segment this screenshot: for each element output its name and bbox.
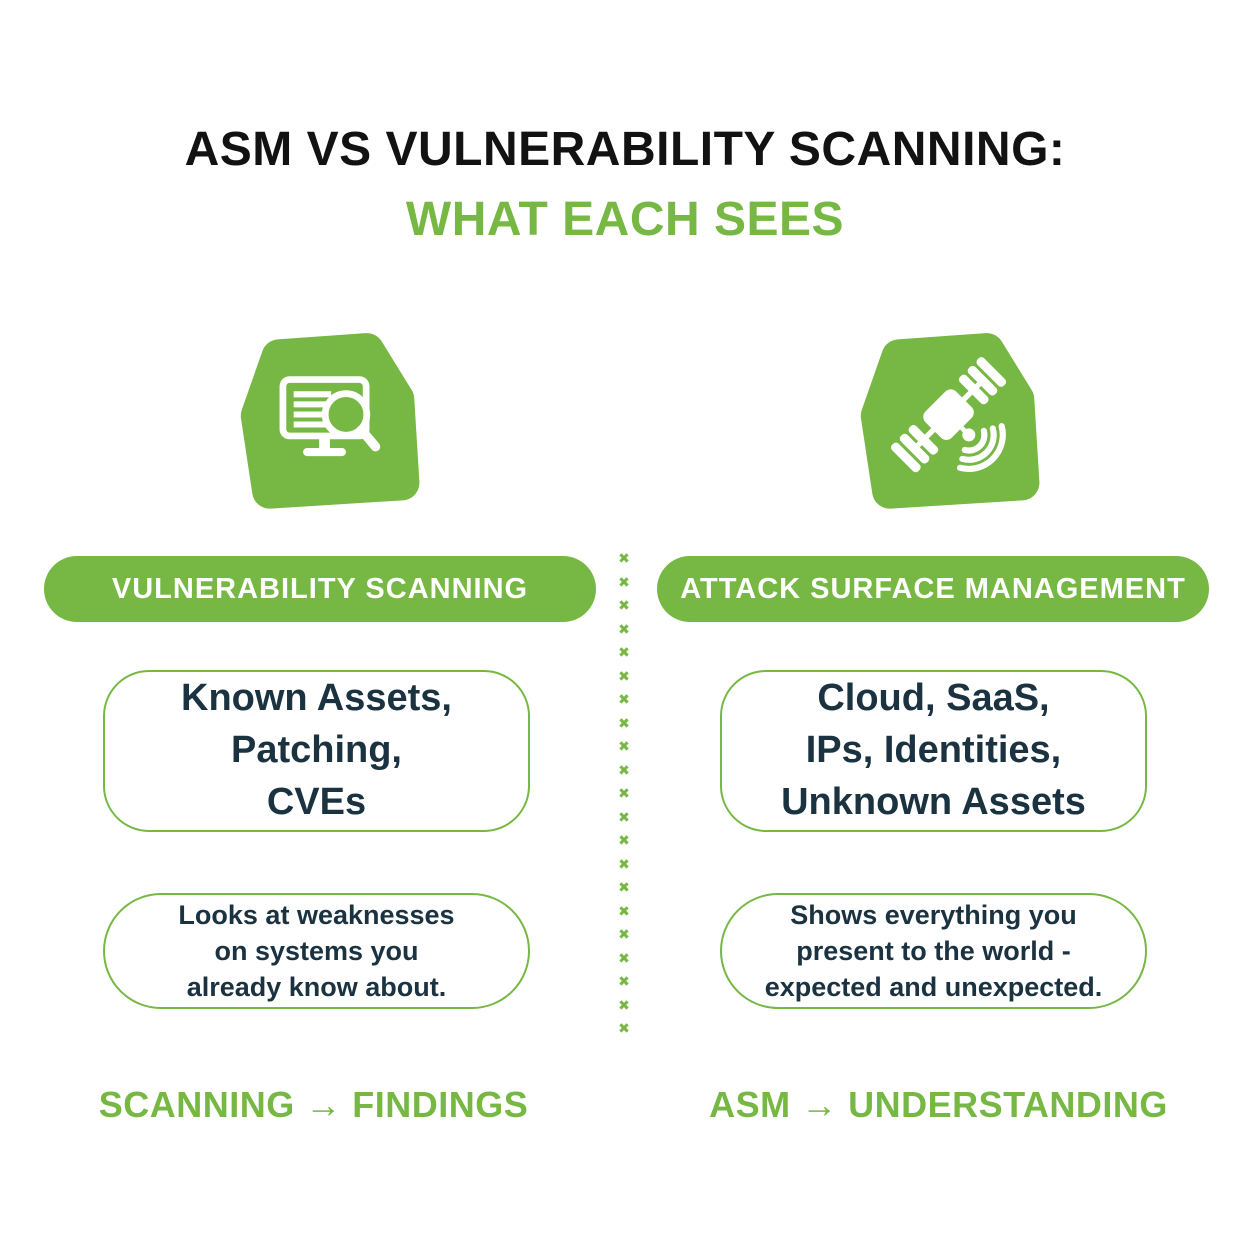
divider-x-mark: ✖ xyxy=(618,645,630,661)
vulnerability-scanning-badge xyxy=(206,330,420,520)
asm-description-box: Shows everything you present to the worl… xyxy=(720,893,1147,1009)
divider-x-mark: ✖ xyxy=(618,598,630,614)
divider-x-mark: ✖ xyxy=(618,997,630,1014)
divider-x-mark: ✖ xyxy=(618,974,630,990)
divider-x-mark: ✖ xyxy=(618,1021,630,1037)
divider-x-mark: ✖ xyxy=(618,950,630,967)
scanning-findings-label: SCANNING → FINDINGS xyxy=(98,1084,529,1125)
divider-x-mark: ✖ xyxy=(618,927,630,943)
divider-x-mark: ✖ xyxy=(618,668,630,685)
monitor-search-icon xyxy=(240,333,420,509)
divider-x-mark: ✖ xyxy=(618,551,630,567)
attack-surface-badge xyxy=(826,330,1040,520)
vulnerability-scanning-description-box: Looks at weaknesses on systems you alrea… xyxy=(103,893,530,1009)
divider-x-mark: ✖ xyxy=(618,903,630,920)
divider-x-mark: ✖ xyxy=(618,715,630,732)
divider-x-mark: ✖ xyxy=(618,762,630,779)
vulnerability-scanning-sees-box: Known Assets, Patching, CVEs xyxy=(103,670,530,832)
title-line-2: WHAT EACH SEES xyxy=(405,193,845,246)
divider-x-mark: ✖ xyxy=(618,856,630,873)
header-pill-vulnerability-scanning: VULNERABILITY SCANNING xyxy=(44,556,596,622)
divider-x-mark: ✖ xyxy=(618,621,630,638)
divider-x-mark: ✖ xyxy=(618,833,630,849)
header-pill-attack-surface-management: ATTACK SURFACE MANAGEMENT xyxy=(657,556,1209,622)
divider-x-mark: ✖ xyxy=(618,880,630,896)
divider-x-mark: ✖ xyxy=(618,809,630,826)
title-line-1: ASM VS VULNERABILITY SCANNING: xyxy=(184,123,1066,176)
divider-x-mark: ✖ xyxy=(618,574,630,591)
divider-x-mark: ✖ xyxy=(618,739,630,755)
divider: ✖ ✖ ✖ ✖ ✖ ✖ ✖ ✖ ✖ ✖ ✖ ✖ ✖ ✖ ✖ ✖ ✖ ✖ ✖ ✖ ✖ xyxy=(610,552,638,1036)
satellite-icon xyxy=(860,333,1040,509)
asm-understanding-label: ASM → UNDERSTANDING xyxy=(709,1084,1168,1125)
divider-x-mark: ✖ xyxy=(618,786,630,802)
page-title: ASM VS VULNERABILITY SCANNING: WHAT EACH… xyxy=(0,122,1250,247)
divider-x-mark: ✖ xyxy=(618,692,630,708)
asm-sees-box: Cloud, SaaS, IPs, Identities, Unknown As… xyxy=(720,670,1147,832)
